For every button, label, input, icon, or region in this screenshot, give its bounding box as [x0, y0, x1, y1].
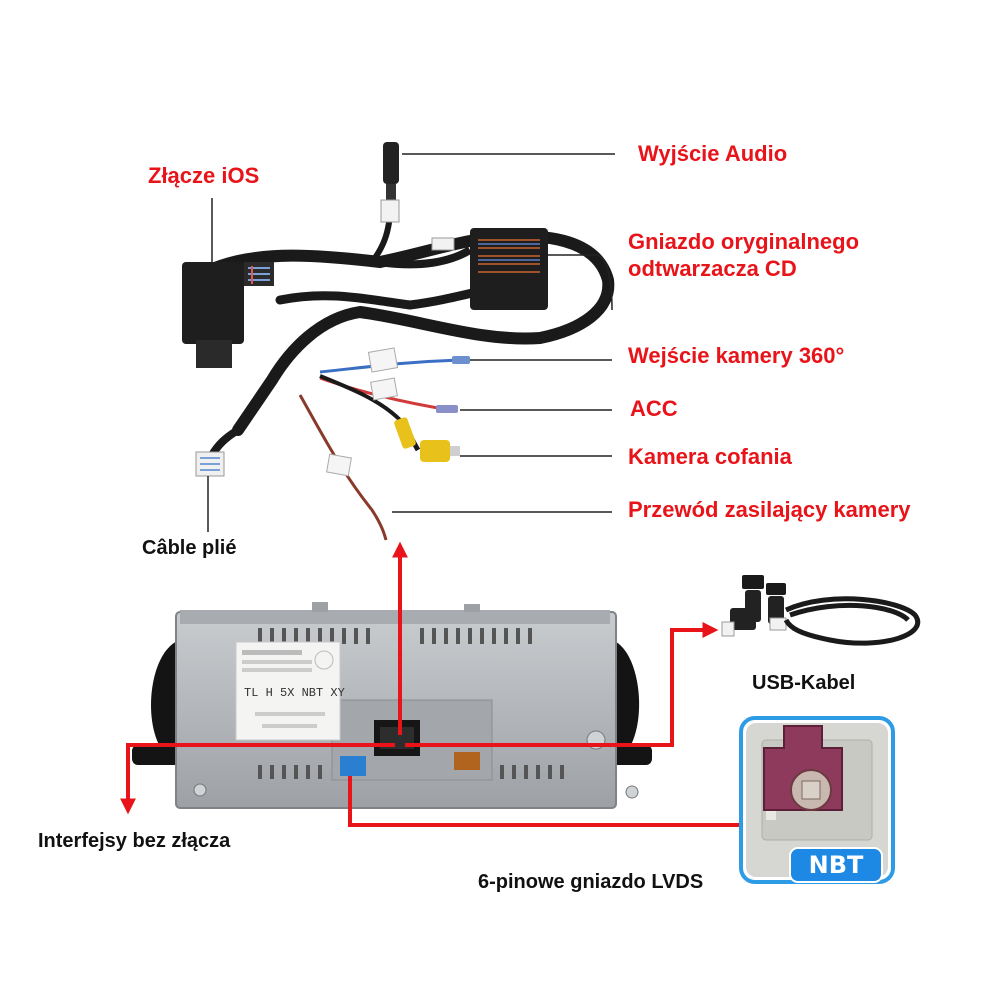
wiring-harness: [182, 142, 615, 541]
label-camera-power-cable: Przewód zasilający kamery: [628, 497, 911, 522]
label-original-cd-socket-line2: odtwarzacza CD: [628, 256, 797, 281]
nbt-badge: [789, 847, 883, 883]
lvds-port: [340, 756, 366, 776]
label-connectorless-interfaces: Interfejsy bez złącza: [38, 830, 231, 852]
head-unit: [132, 602, 652, 809]
lvds-closeup: [739, 716, 895, 884]
product-label-plate: [235, 641, 341, 741]
nbt-badge-text: NBT: [808, 851, 864, 879]
label-ios-connector: Złącze iOS: [148, 163, 260, 188]
usb-cable: [721, 575, 920, 646]
plate-model-text: TL H 5X NBT XY: [244, 686, 345, 700]
label-original-cd-socket-line1: Gniazdo oryginalnego: [628, 229, 860, 254]
label-acc: ACC: [630, 396, 678, 421]
label-lvds-socket: 6-pinowe gniazdo LVDS: [478, 871, 704, 893]
label-audio-output: Wyjście Audio: [638, 141, 788, 166]
label-usb-cable: USB-Kabel: [752, 672, 856, 694]
leader-lines: [207, 153, 615, 532]
audio-jack: [383, 142, 399, 184]
label-reverse-camera: Kamera cofania: [628, 444, 792, 469]
routing-arrows: [120, 541, 748, 827]
ios-connector-block: [182, 262, 244, 344]
label-camera-360-input: Wejście kamery 360°: [628, 343, 845, 368]
label-cable-plie: Câble plié: [142, 537, 237, 559]
rca-connector: [394, 417, 416, 449]
